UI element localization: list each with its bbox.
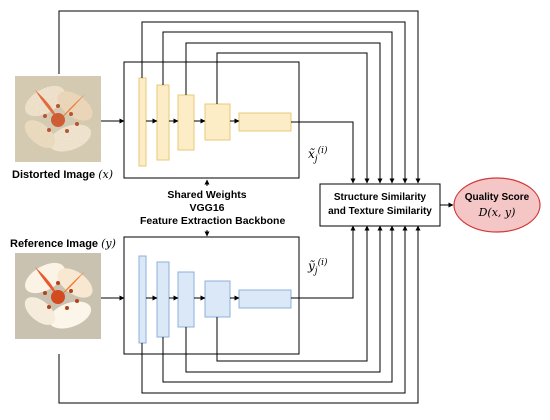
reference-image <box>15 253 101 339</box>
backbone-line3: Feature Extraction Backbone <box>140 215 286 227</box>
bottom-feature-blocks <box>138 255 292 344</box>
quality-score-formula: D(x, y) <box>478 206 516 219</box>
quality-score-ellipse <box>453 177 541 233</box>
top-block-3 <box>177 94 195 151</box>
bottom-block-5 <box>238 289 292 309</box>
top-block-4 <box>204 103 231 141</box>
similarity-box <box>319 183 441 227</box>
distorted-image <box>15 76 101 162</box>
top-block-5 <box>238 112 292 132</box>
similarity-label: Structure Similarity and Texture Similar… <box>320 191 440 219</box>
reference-image-label: Reference Image (y) <box>10 237 116 250</box>
quality-score-title: Quality Score <box>464 192 530 203</box>
bottom-feature-symbol: ỹj(i) <box>308 258 328 277</box>
backbone-line2: VGG16 <box>189 202 225 214</box>
bottom-block-1 <box>138 255 147 344</box>
reference-variable: (y) <box>101 237 116 250</box>
top-block-1 <box>138 77 147 167</box>
bottom-block-4 <box>204 280 231 318</box>
top-feature-symbol: x̃j(i) <box>308 146 328 165</box>
bottom-block-3 <box>177 271 195 328</box>
similarity-line2: and Texture Similarity <box>328 206 432 217</box>
top-feature-blocks <box>138 77 292 167</box>
backbone-line1: Shared Weights <box>167 189 247 201</box>
top-block-2 <box>156 84 170 161</box>
backbone-label: Shared Weights VGG16 Feature Extraction … <box>140 189 286 228</box>
bottom-block-2 <box>156 261 170 338</box>
distorted-variable: (x) <box>98 168 113 181</box>
quality-score-label: Quality Score D(x, y) <box>454 190 540 220</box>
bottom-skip-connections <box>58 225 421 404</box>
distorted-image-label: Distorted Image (x) <box>12 168 113 181</box>
top-skip-connections <box>58 10 421 184</box>
similarity-line1: Structure Similarity <box>333 192 427 203</box>
